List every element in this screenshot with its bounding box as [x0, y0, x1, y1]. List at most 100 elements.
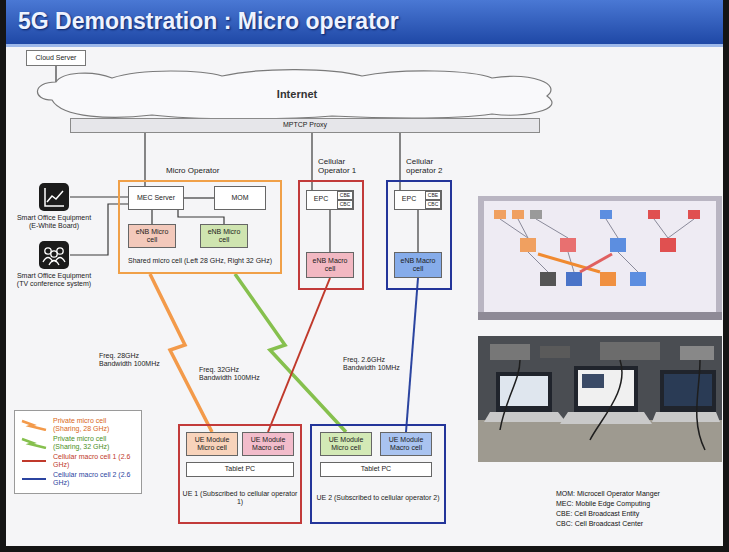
server-box: Cloud Server	[26, 50, 86, 66]
text-slot: CBE: Cell Broadcast Entity	[556, 510, 639, 518]
node-text: Smart Office Equipment (TV conference sy…	[14, 272, 94, 288]
node-text: UE Module Micro cell	[189, 436, 235, 452]
operator-group: Cellular Operator 1EPCCBECBCeNB Macro ce…	[298, 180, 364, 290]
node-text: Micro Operator	[166, 166, 219, 175]
photo-detail	[500, 360, 705, 450]
node-text: CBE	[340, 193, 350, 199]
photo-detail	[660, 238, 676, 252]
photo-detail	[520, 238, 536, 252]
legend-text: Private micro cell (Sharing, 32 GHz)	[53, 435, 135, 451]
node-text: Cloud Server	[36, 54, 77, 62]
note-text: MEC: Mobile Edge Computing	[556, 500, 650, 508]
connector	[178, 210, 224, 224]
person-body	[49, 261, 59, 266]
photo-detail	[600, 272, 616, 286]
entity-box: CBC	[337, 200, 353, 209]
connector	[55, 66, 56, 82]
photo-detail	[648, 210, 660, 219]
node-text: UE 1 (Subscribed to cellular operator 1)	[182, 490, 298, 506]
photo-detail	[688, 210, 700, 219]
connector	[329, 210, 330, 252]
legend-text: Private micro cell (Sharing, 28 GHz)	[53, 417, 135, 433]
text-slot: Freq. 32GHz Bandwidth 100MHz	[198, 366, 262, 382]
photo-detail	[496, 372, 552, 412]
node-text: Cellular operator 2	[406, 157, 454, 175]
node-text: Internet	[277, 88, 317, 101]
photo-detail	[500, 219, 694, 272]
chart-axes	[45, 188, 64, 206]
cell-box: eNB Micro cell	[200, 224, 248, 248]
text-slot: Shared micro cell (Left 28 GHz, Right 32…	[122, 252, 278, 270]
legend-box: Private micro cell (Sharing, 28 GHz) Priv…	[14, 410, 142, 494]
internet-cloud: Internet	[32, 70, 562, 118]
manager-box: MOM	[214, 186, 266, 210]
photo-frame	[478, 196, 722, 320]
edge-label: Freq. 28GHz Bandwidth 100MHz	[98, 352, 164, 368]
entity-box: CBE	[337, 191, 353, 200]
slide-title: 5G Demonstration : Micro operator	[18, 8, 399, 36]
legend-sample	[22, 460, 46, 462]
photo-detail	[540, 346, 570, 358]
note-text: MOM: Microcell Operator Manger	[556, 490, 660, 498]
photo-detail	[574, 366, 638, 412]
banner-stripe	[6, 44, 723, 47]
photo-screen	[484, 201, 716, 314]
photo-detail	[494, 210, 506, 219]
photo-detail	[660, 370, 716, 412]
proxy-bar: MPTCP Proxy	[70, 118, 540, 133]
legend-sample	[22, 439, 46, 448]
ue-group: UE 2 (Subscribed to cellular operator 2)…	[310, 424, 446, 524]
text-slot: MOM: Microcell Operator Manger	[556, 490, 660, 498]
photo-detail	[566, 272, 582, 286]
photo-detail	[490, 344, 530, 360]
node-text: MPTCP Proxy	[283, 121, 327, 129]
node-text: EPC	[402, 195, 416, 203]
text-slot: Smart Office Equipment (TV conference sy…	[14, 272, 94, 288]
legend-swatch	[21, 419, 47, 431]
equipment-icon: Smart Office Equipment (E-White Board)	[38, 182, 70, 212]
cell-box: eNB Micro cell	[128, 224, 176, 248]
text-slot: UE 2 (Subscribed to cellular operator 2)	[314, 480, 442, 516]
person-head	[51, 251, 57, 257]
connector	[184, 197, 214, 198]
legend-sample	[22, 421, 46, 430]
lab-photo	[478, 336, 722, 462]
chart-line	[47, 191, 63, 202]
photo-detail	[540, 272, 556, 286]
photo-detail	[478, 420, 722, 462]
legend-sample	[22, 478, 46, 480]
text-slot: CBC: Cell Broadcast Center	[556, 520, 643, 528]
photo-detail	[530, 210, 542, 219]
legend-item: Private micro cell (Sharing, 32 GHz)	[21, 435, 135, 451]
photo-detail	[582, 374, 604, 388]
text-slot: Micro Operator	[166, 166, 266, 175]
cell-box: eNB Macro cell	[394, 252, 442, 278]
edge-label: Freq. 2.6GHz Bandwidth 10MHz	[342, 356, 404, 372]
cloud-outline	[37, 70, 551, 119]
operator-group: Cellular operator 2EPCCBECBCeNB Macro ce…	[386, 180, 452, 290]
cell-box: eNB Macro cell	[306, 252, 354, 278]
node-text: UE Module Macro cell	[245, 436, 291, 452]
photo-detail	[580, 254, 612, 272]
node-text: Tablet PC	[361, 465, 391, 473]
server-box: MEC Server	[128, 186, 184, 210]
legend-swatch	[21, 455, 47, 467]
text-slot: Smart Office Equipment (E-White Board)	[14, 214, 94, 230]
module-box: UE Module Macro cell	[242, 432, 294, 456]
legend-text: Cellular macro cell 2 (2.6 GHz)	[53, 471, 135, 487]
photo-detail	[600, 210, 612, 219]
legend-item: Cellular macro cell 2 (2.6 GHz)	[21, 471, 135, 487]
photo-frame	[478, 336, 722, 462]
node-text: CBC	[428, 202, 439, 208]
tablet-box: Tablet PC	[320, 462, 432, 477]
node-text: CBC	[340, 202, 351, 208]
connector	[417, 210, 418, 252]
operator-group: Micro OperatorShared micro cell (Left 28…	[118, 180, 282, 274]
photo-detail	[512, 210, 524, 219]
photo-detail	[478, 312, 722, 320]
connector	[151, 210, 152, 224]
photo-detail	[664, 374, 712, 406]
node-text: UE Module Macro cell	[383, 436, 429, 452]
text-slot: UE 1 (Subscribed to cellular operator 1)	[182, 480, 298, 516]
